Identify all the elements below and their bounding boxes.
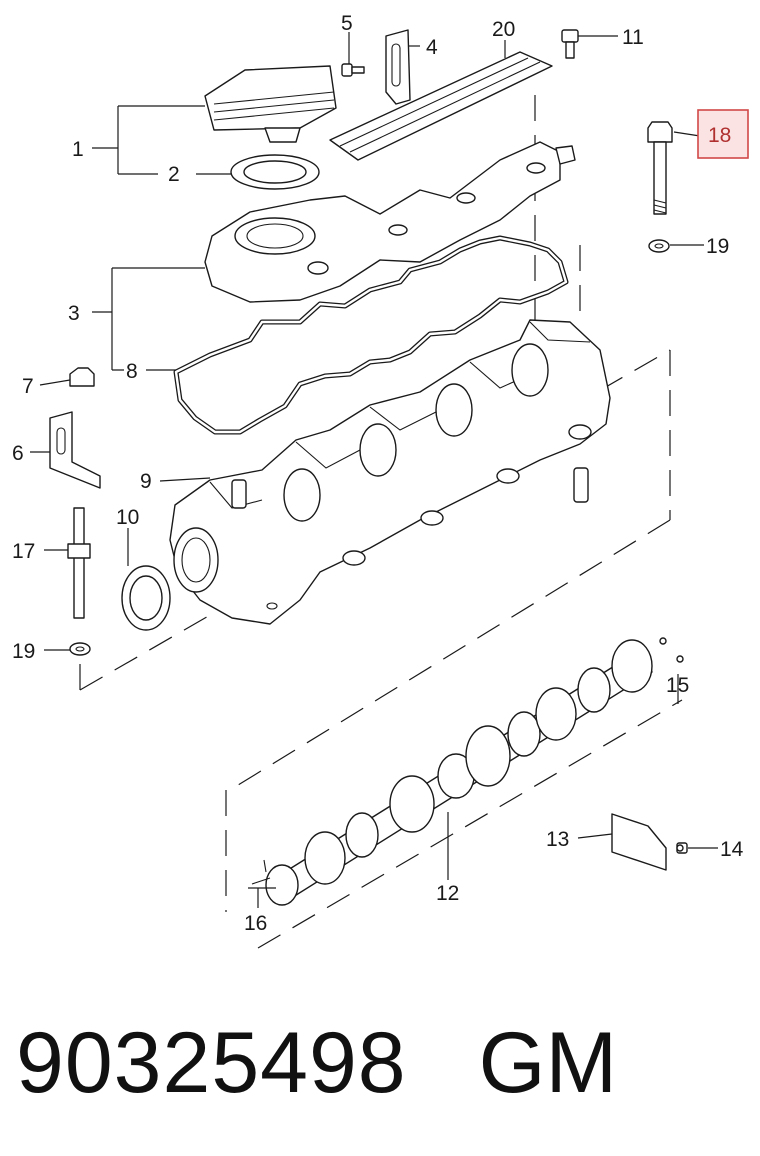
callout-14: 14 — [720, 838, 744, 861]
callout-2: 2 — [168, 163, 180, 186]
valve-cover — [204, 141, 576, 303]
camshaft-seal — [121, 565, 171, 631]
washer-left — [69, 642, 91, 656]
callout-17: 17 — [12, 540, 35, 563]
callout-11: 11 — [622, 26, 644, 49]
cap-seal-ring — [230, 154, 320, 190]
cover-gasket — [173, 235, 569, 435]
oil-filler-cap — [204, 65, 337, 143]
washer-right — [648, 239, 670, 253]
callout-9: 9 — [140, 470, 152, 493]
sensor-bracket — [611, 813, 667, 871]
screw-top — [561, 29, 579, 59]
callout-6: 6 — [12, 442, 24, 465]
callout-7: 7 — [22, 375, 34, 398]
callout-labels: 1 2 3 4 5 6 7 8 9 10 11 12 13 14 15 16 1… — [12, 12, 744, 935]
callout-19-right: 19 — [706, 235, 729, 258]
upper-bracket — [385, 29, 411, 105]
callout-13: 13 — [546, 828, 569, 851]
callout-20: 20 — [492, 18, 515, 41]
callout-8: 8 — [126, 360, 138, 383]
camshaft — [251, 637, 684, 906]
callout-19-left: 19 — [12, 640, 35, 663]
callout-12: 12 — [436, 882, 459, 905]
cover-bolt — [647, 121, 673, 215]
leader-lines — [30, 32, 718, 908]
bracket-screw — [676, 842, 688, 854]
callout-10: 10 — [116, 506, 139, 529]
callout-3: 3 — [68, 302, 80, 325]
stud-nut — [69, 367, 95, 387]
callout-16: 16 — [244, 912, 267, 935]
camshaft-housing — [169, 319, 611, 625]
highlight-box — [697, 109, 749, 159]
callout-5: 5 — [341, 12, 353, 35]
callout-18: 18 — [708, 124, 731, 147]
part-number: 90325498 — [16, 1015, 407, 1111]
callout-4: 4 — [426, 36, 438, 59]
part-footer: 90325498 GM — [16, 1008, 746, 1118]
brand-name: GM — [478, 1015, 618, 1111]
stud-bolt — [67, 507, 91, 619]
exploded-parts-diagram: 1 2 3 4 5 6 7 8 9 10 11 12 13 14 15 16 1… — [12, 12, 749, 949]
lower-bracket — [49, 411, 101, 489]
callout-15: 15 — [666, 674, 689, 697]
callout-1: 1 — [72, 138, 84, 161]
baffle-plate — [329, 51, 553, 161]
bracket-bolt — [341, 63, 365, 77]
